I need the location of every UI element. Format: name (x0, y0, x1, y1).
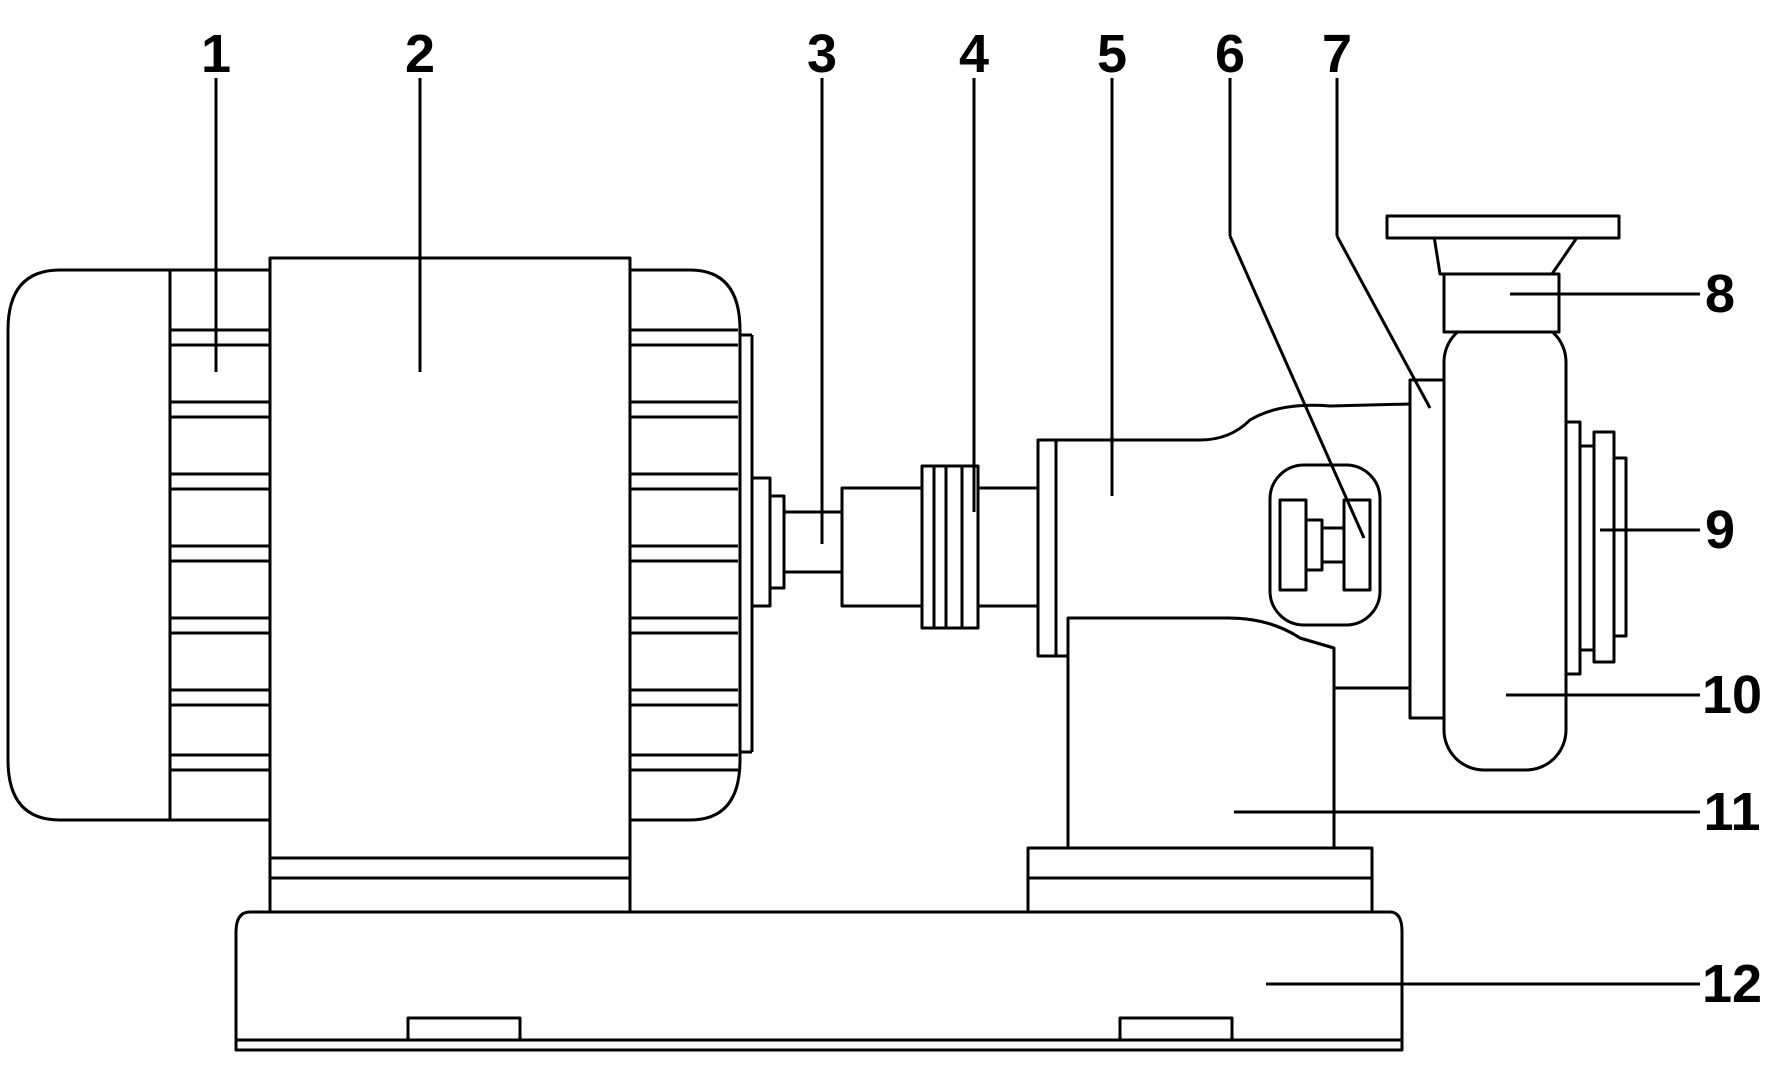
fin-lines-right (630, 328, 738, 772)
label-8: 8 (1705, 264, 1735, 324)
leader-lines (214, 78, 1700, 986)
motor-cooling-fins (6, 268, 754, 822)
label-11: 11 (1703, 782, 1760, 842)
label-6: 6 (1215, 24, 1245, 84)
label-2: 2 (405, 24, 435, 84)
suction-flange (1564, 420, 1628, 676)
label-9: 9 (1705, 500, 1735, 560)
label-3: 3 (807, 24, 837, 84)
coupling (840, 464, 1040, 630)
callout-labels: 1 2 3 4 5 6 7 8 9 10 11 12 (201, 24, 1762, 1014)
bearing-window (1268, 463, 1382, 627)
label-10: 10 (1702, 665, 1762, 725)
label-5: 5 (1097, 24, 1127, 84)
discharge-nozzle (1385, 214, 1621, 334)
fin-lines-left (170, 328, 270, 772)
volute-casing (1442, 320, 1568, 772)
label-4: 4 (959, 24, 989, 84)
label-12: 12 (1702, 954, 1762, 1014)
base-plate (234, 910, 1404, 1052)
label-7: 7 (1322, 24, 1352, 84)
casing-flange (1408, 378, 1446, 720)
shaft (750, 476, 844, 608)
label-1: 1 (201, 24, 231, 84)
motor-housing (268, 256, 632, 914)
pump-pedestal (1026, 616, 1374, 914)
